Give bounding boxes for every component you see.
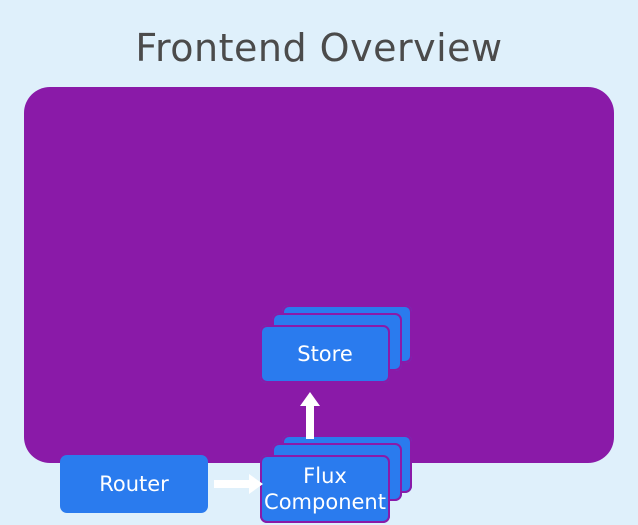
slide-canvas: Frontend Overview Store Flux Component	[24, 26, 614, 523]
flux-component-label: Flux Component	[264, 464, 386, 514]
store-node-stack[interactable]: Store	[260, 305, 420, 385]
arrow-flux-to-store-icon	[300, 392, 320, 439]
flux-card-front[interactable]: Flux Component	[260, 455, 390, 523]
store-card-front[interactable]: Store	[260, 325, 390, 383]
router-label: Router	[99, 472, 169, 496]
diagram-panel: Store Flux Component Router	[24, 87, 614, 523]
store-label: Store	[297, 342, 353, 366]
arrow-router-to-flux-icon	[214, 474, 263, 494]
router-node[interactable]: Router	[60, 455, 208, 513]
flux-component-node-stack[interactable]: Flux Component	[260, 435, 420, 525]
page-title: Frontend Overview	[135, 26, 503, 70]
